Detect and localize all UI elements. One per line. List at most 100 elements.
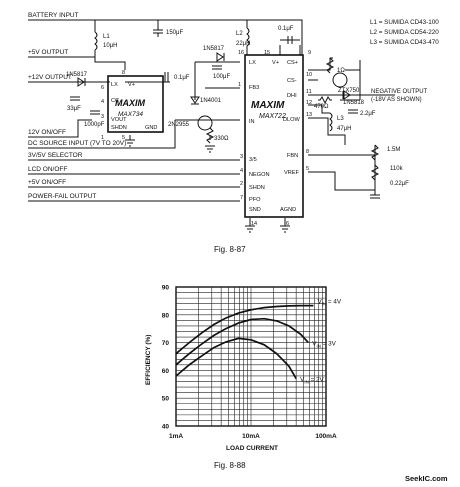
max734-chip bbox=[107, 75, 164, 133]
series-label-1: VIN = 4V bbox=[317, 299, 341, 307]
max722-chip bbox=[244, 54, 304, 218]
max734-part: MAX734 bbox=[118, 111, 143, 118]
power-fail-label: POWER-FAIL OUTPUT bbox=[28, 193, 96, 200]
inductor-l1-value: 10μH bbox=[103, 43, 117, 49]
wiring bbox=[28, 19, 395, 226]
resistor-15m-label: 1.5M bbox=[387, 147, 400, 153]
max722-pin-fbn: FBN bbox=[287, 153, 298, 159]
max734-pinnum-1: 1 bbox=[101, 135, 104, 141]
max734-pinnum-8: 8 bbox=[122, 70, 125, 76]
max722-pin-lx: LX bbox=[249, 60, 256, 66]
transistor-2n2955-label: 2N2955 bbox=[168, 122, 190, 128]
max722-pinnum-6: 6 bbox=[286, 221, 289, 227]
inductor-l1-symbol bbox=[94, 31, 98, 51]
max722-pin-35: 3/5 bbox=[249, 157, 257, 163]
diode-1n5818: 1N5818 bbox=[342, 90, 365, 106]
capacitor-1000pf-label: 1000pF bbox=[84, 122, 105, 128]
x-tick-label: 10mA bbox=[242, 433, 260, 440]
resistor-330: 330Ω bbox=[205, 127, 229, 144]
capacitor-01uf-mid-label: 0.1μF bbox=[174, 75, 190, 81]
diode-1n5817-right: 1N5817 bbox=[203, 46, 225, 62]
max722-pinnum-11: 11 bbox=[306, 89, 312, 95]
selector-label: 3V/5V SELECTOR bbox=[28, 152, 83, 159]
figure-caption-887: Fig. 8-87 bbox=[214, 245, 246, 254]
max734-brand: MAXIM bbox=[115, 98, 146, 108]
diode-1n5818-label: 1N5818 bbox=[343, 100, 365, 106]
series-label-layer: VIN = 4V VIN = 3V VIN = 2V bbox=[300, 299, 342, 385]
y-tick-label: 90 bbox=[162, 285, 170, 292]
max722-pin-shdn: SHDN bbox=[249, 185, 265, 191]
max734-pin-shdn: SHDN bbox=[111, 125, 127, 131]
transistor-2n2955: 2N2955 bbox=[168, 115, 213, 131]
x-axis-label: LOAD CURRENT bbox=[226, 445, 278, 452]
y-tick-label: 60 bbox=[162, 368, 170, 375]
battery-input-label: BATTERY INPUT bbox=[28, 12, 79, 19]
transistor-ztx750: ZTX750 bbox=[332, 72, 360, 94]
series-label-3: VIN = 2V bbox=[300, 377, 324, 385]
resistor-110k-label: 110k bbox=[390, 166, 404, 172]
resistor-1ohm: 1Ω bbox=[325, 57, 345, 74]
series-label-2: VIN = 3V bbox=[312, 341, 336, 349]
max722-pin-negon: NEGON bbox=[249, 172, 270, 178]
resistor-470-label: 470Ω bbox=[314, 104, 329, 110]
plus5v-output-label: +5V OUTPUT bbox=[28, 49, 68, 56]
max722-pin-csminus: CS- bbox=[287, 78, 297, 84]
max722-pinnum-5: 5 bbox=[306, 166, 309, 172]
ground-symbols bbox=[125, 139, 290, 233]
max722-pinnum-10: 10 bbox=[306, 72, 312, 78]
x-tick-label: 100mA bbox=[315, 433, 337, 440]
max734-pinnum-6: 6 bbox=[101, 85, 104, 91]
y-tick-label: 40 bbox=[162, 424, 170, 431]
resistor-15m: 1.5M bbox=[370, 144, 400, 161]
capacitor-01uf-mid: 0.1μF bbox=[164, 72, 190, 82]
max722-pinnum-1: 1 bbox=[238, 82, 241, 88]
diode-1n4001-label: 1N4001 bbox=[200, 98, 222, 104]
max722-pin-in: IN bbox=[249, 119, 255, 125]
diode-1n5817-right-label: 1N5817 bbox=[203, 46, 225, 52]
watermark: SeekIC.com bbox=[405, 474, 448, 483]
negative-output-label: NEGATIVE OUTPUT bbox=[371, 89, 428, 95]
max722-pin-dlow: DLOW bbox=[283, 117, 301, 123]
max734-pin-vout: VOUT bbox=[111, 117, 127, 123]
inductor-l3-symbol bbox=[329, 112, 333, 132]
figure-caption-888: Fig. 8-88 bbox=[214, 461, 246, 470]
max722-pin-vref: VREF bbox=[284, 170, 300, 176]
legend-line-2: L2 = SUMIDA CD54-220 bbox=[370, 29, 439, 36]
legend-line-3: L3 = SUMIDA CD43-470 bbox=[370, 39, 439, 46]
max734-pin-vplus: V+ bbox=[128, 82, 135, 88]
max734-pinnum-5: 5 bbox=[122, 135, 125, 141]
max722-pin-snd: SND bbox=[249, 207, 261, 213]
y-tick-label: 80 bbox=[162, 312, 170, 319]
diode-1n5817-left-label: 1N5817 bbox=[66, 72, 88, 78]
max734-pinnum-3: 3 bbox=[101, 114, 104, 120]
series-line-1 bbox=[175, 304, 314, 355]
capacitor-100uf: 100μF bbox=[212, 65, 230, 80]
max722-pin-agnd: AGND bbox=[280, 207, 296, 213]
max722-pin-dhi: DHI bbox=[287, 93, 297, 99]
max722-pinnum-15: 15 bbox=[264, 50, 270, 56]
y-tick-label: 50 bbox=[162, 396, 170, 403]
max722-pin-vplus: V+ bbox=[272, 60, 279, 66]
inductor-l3-label: L3 bbox=[337, 116, 344, 122]
capacitor-150uf-label: 150μF bbox=[166, 30, 183, 36]
legend-line-1: L1 = SUMIDA CD43-100 bbox=[370, 19, 439, 26]
capacitor-100uf-label: 100μF bbox=[213, 74, 230, 80]
capacitor-022uf-label: 0.22μF bbox=[390, 181, 409, 187]
capacitor-01uf-top: 0.1μF bbox=[278, 26, 300, 44]
max722-pin-fb3: FB3 bbox=[249, 85, 259, 91]
max722-pin-pfo: PFO bbox=[249, 197, 261, 203]
max734-pin-cc: CC bbox=[111, 98, 119, 104]
grid-layer bbox=[176, 287, 326, 426]
dc-source-label: DC SOURCE INPUT (7V TO 20V) bbox=[28, 140, 126, 147]
capacitor-22uf-label: 2.2μF bbox=[360, 111, 376, 117]
resistor-470: 470Ω bbox=[314, 96, 332, 110]
max734-pin-gnd: GND bbox=[145, 125, 157, 131]
max722-brand: MAXIM bbox=[251, 100, 285, 111]
plus12v-output-label: +12V OUTPUT bbox=[28, 74, 72, 81]
inductor-l1-label: L1 bbox=[103, 34, 110, 40]
capacitor-01uf-top-label: 0.1μF bbox=[278, 26, 294, 32]
max722-pin-csplus: CS+ bbox=[287, 60, 298, 66]
capacitor-1000pf: 1000pF bbox=[84, 110, 105, 128]
